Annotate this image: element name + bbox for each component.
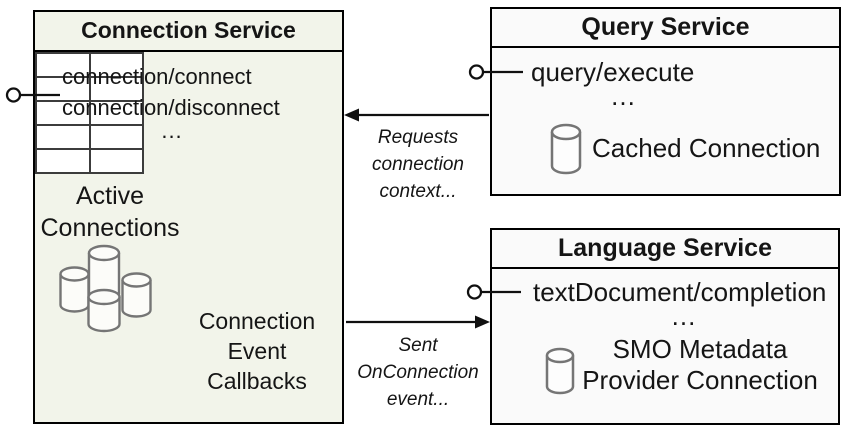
method-label: connection/disconnect <box>62 95 280 120</box>
connection-service-title: Connection Service <box>35 12 342 52</box>
query-service-title: Query Service <box>492 9 839 48</box>
table-cell <box>90 78 142 100</box>
cached-connection-label: Cached Connection <box>592 133 821 163</box>
active-connections-label: Active Connections <box>40 182 180 242</box>
table-cell <box>37 150 89 172</box>
method-label: query/execute <box>531 57 695 87</box>
more-methods-ellipsis: ... <box>671 301 697 331</box>
database-icon <box>550 123 582 175</box>
language-service-title: Language Service <box>492 230 838 269</box>
database-icon <box>87 288 121 333</box>
table-cell <box>90 102 142 124</box>
smo-metadata-connection-label: SMO Metadata Provider Connection <box>582 334 818 395</box>
table-cell <box>37 102 89 124</box>
callbacks-table <box>35 52 144 174</box>
connection-service-methods: connection/connect connection/disconnect… <box>62 61 282 143</box>
language-service-box: Language Service textDocument/completion… <box>490 228 840 425</box>
requests-connection-arrow <box>344 108 489 122</box>
table-cell <box>90 126 142 148</box>
connection-event-callbacks-label: Connection Event Callbacks <box>198 308 316 394</box>
query-service-box: Query Service query/execute ... Cached C… <box>490 7 841 196</box>
more-methods-ellipsis: ... <box>161 118 183 143</box>
table-cell <box>37 54 89 76</box>
table-cell <box>37 126 89 148</box>
table-cell <box>90 150 142 172</box>
database-icon <box>121 272 152 318</box>
method-label: connection/connect <box>62 64 252 89</box>
database-icon <box>545 347 575 395</box>
connection-service-box: Connection Service connection/connect co… <box>33 10 344 424</box>
method-label: textDocument/completion <box>533 277 827 307</box>
database-icon <box>59 266 90 313</box>
sent-onconnection-event-annotation: Sent OnConnection event... <box>357 335 479 410</box>
database-cluster-icon <box>59 244 152 333</box>
table-cell <box>90 54 142 76</box>
requests-connection-context-annotation: Requests connection context... <box>372 127 464 202</box>
onconnection-event-arrow <box>346 315 490 329</box>
more-methods-ellipsis: ... <box>611 81 636 111</box>
query-service-methods: query/execute ... <box>531 57 716 111</box>
language-service-methods: textDocument/completion ... <box>533 277 835 331</box>
